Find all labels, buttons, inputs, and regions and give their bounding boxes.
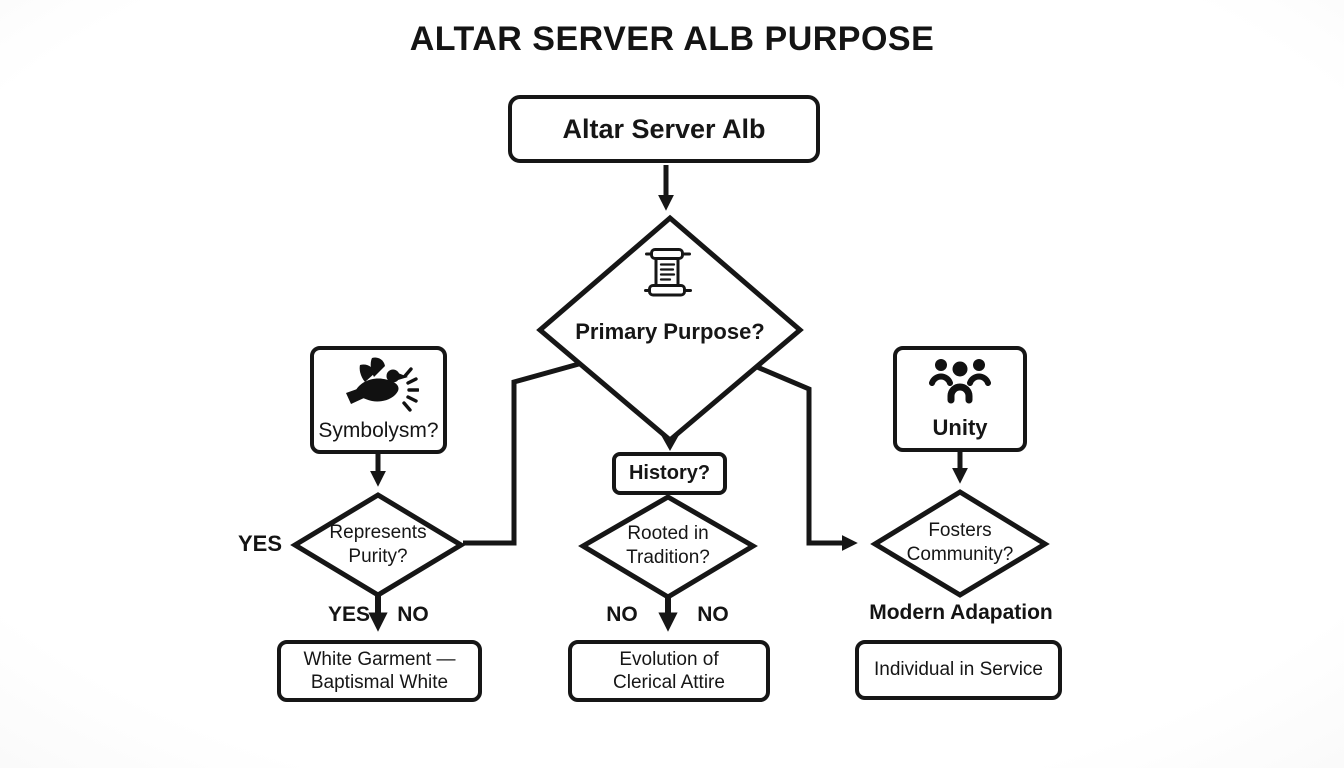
tradition-bottom-no-left-label: NO bbox=[606, 603, 638, 626]
symbolism-node: Symbolysm? bbox=[310, 346, 447, 454]
fosters-community-label: Fosters Community? bbox=[882, 519, 1038, 567]
dove-icon bbox=[345, 357, 419, 412]
represents-purity-label: Represents Purity? bbox=[300, 521, 456, 569]
history-label: History? bbox=[628, 462, 711, 485]
page-title: ALTAR SERVER ALB PURPOSE bbox=[409, 20, 935, 58]
white-garment-line2: Baptismal White bbox=[310, 672, 449, 693]
altar-server-alb-label: Altar Server Alb bbox=[562, 113, 766, 144]
rooted-in-tradition-label: Rooted in Tradition? bbox=[590, 522, 746, 570]
unity-label: Unity bbox=[932, 415, 988, 441]
altar-server-alb-node: Altar Server Alb bbox=[508, 95, 820, 163]
purity-side-yes-label: YES bbox=[237, 531, 283, 556]
evolution-line1: Evolution of bbox=[619, 648, 719, 670]
individual-in-service-node: Individual in Service bbox=[855, 640, 1062, 700]
individual-in-service-label: Individual in Service bbox=[874, 659, 1043, 681]
history-node: History? bbox=[612, 452, 727, 495]
symbolism-label: Symbolysm? bbox=[318, 419, 439, 443]
rooted-in-tradition-line2: Tradition? bbox=[626, 546, 710, 568]
evolution-node: Evolution of Clerical Attire bbox=[568, 640, 770, 702]
modern-adaptation-label: Modern Adapation bbox=[869, 601, 1053, 624]
represents-purity-line2: Purity? bbox=[348, 545, 408, 567]
primary-purpose-label: Primary Purpose? bbox=[575, 319, 765, 344]
edge-primary-to-history-arrowhead bbox=[661, 435, 679, 451]
tradition-bottom-no-right-label: NO bbox=[697, 603, 729, 626]
evolution-line2: Clerical Attire bbox=[613, 672, 725, 693]
people-icon bbox=[929, 359, 991, 404]
purity-bottom-no-label: NO bbox=[397, 603, 429, 626]
fosters-community-line1: Fosters bbox=[928, 520, 992, 541]
edge-primary-to-community bbox=[749, 361, 858, 552]
scroll-icon bbox=[644, 248, 692, 297]
purity-bottom-yes-label: YES bbox=[327, 603, 371, 626]
fosters-community-line2: Community? bbox=[906, 543, 1014, 565]
represents-purity-line1: Represents bbox=[329, 522, 427, 543]
edge-primary-to-purity bbox=[463, 359, 587, 546]
unity-node: Unity bbox=[893, 346, 1027, 452]
white-garment-line1: White Garment — bbox=[303, 648, 456, 670]
white-garment-node: White Garment — Baptismal White bbox=[277, 640, 482, 702]
rooted-in-tradition-line1: Rooted in bbox=[627, 523, 709, 544]
